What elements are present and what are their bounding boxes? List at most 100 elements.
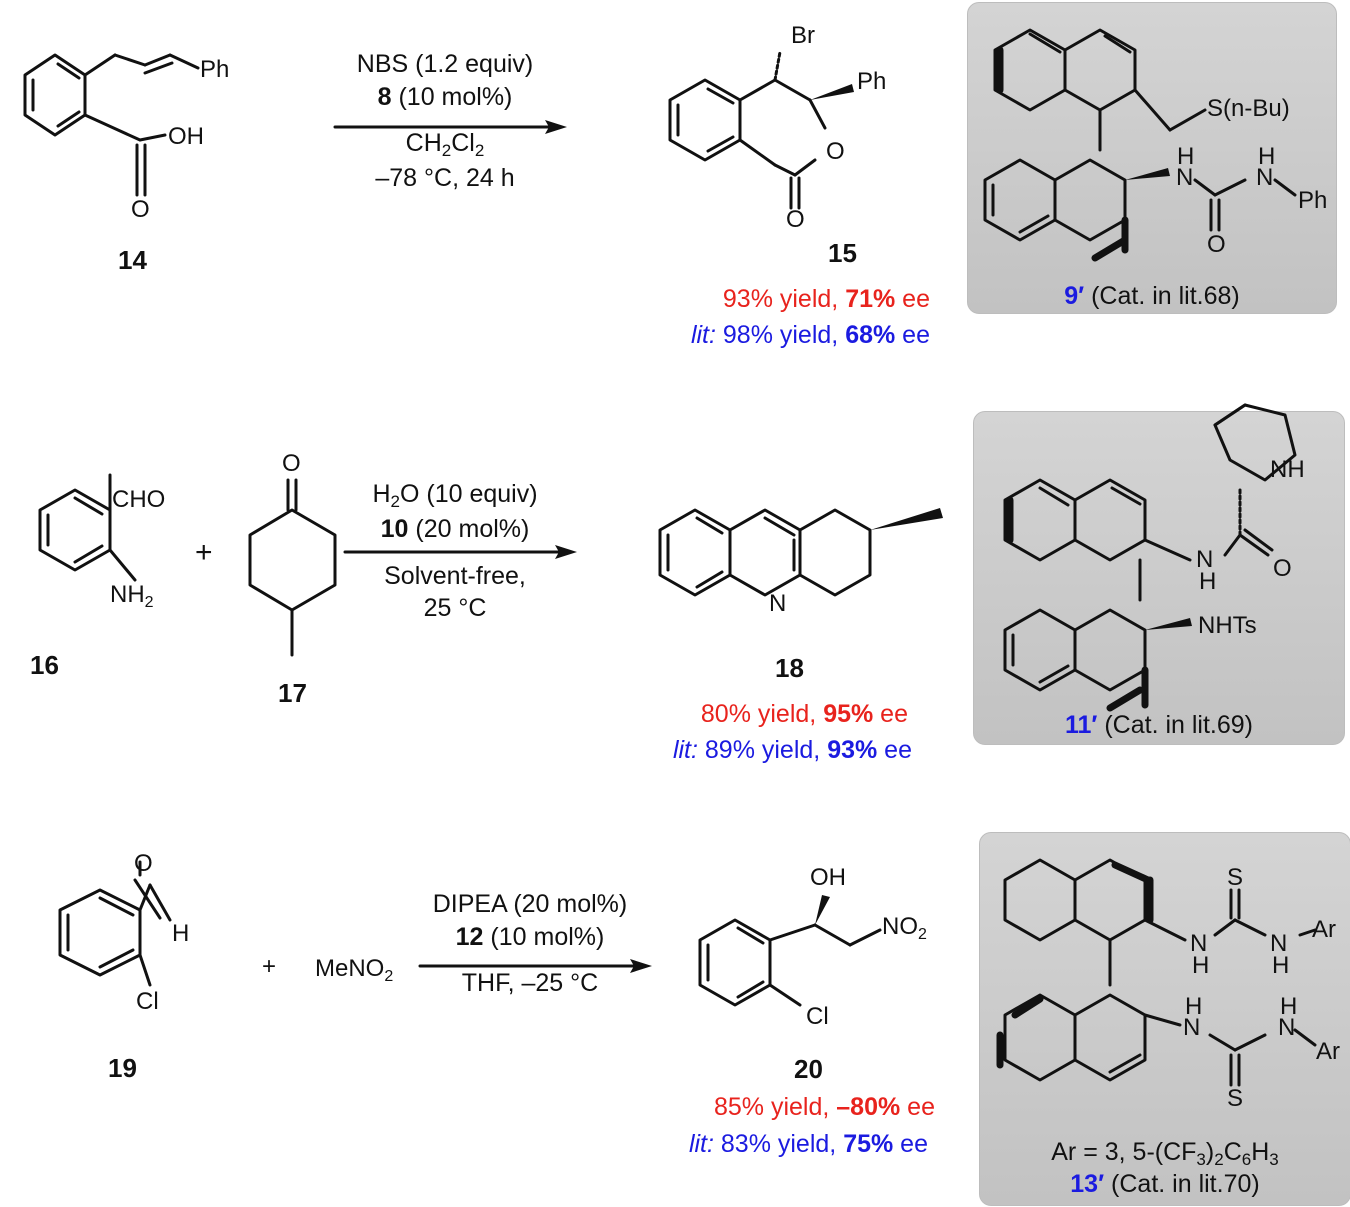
structure-14 [23, 53, 200, 197]
catalyst-loading: (10 mol%) [391, 82, 513, 111]
atom-label-oh-14: OH [168, 123, 204, 150]
catalyst-ref-13: (Cat. in lit.70) [1104, 1170, 1260, 1198]
lit-ee-value: 68% [845, 321, 896, 349]
structure-17 [248, 478, 337, 657]
atom-label-n-amide: N [1196, 546, 1214, 573]
solvent-sub: 2 [441, 141, 452, 160]
condition-catalyst: 8 (10 mol%) [330, 81, 560, 114]
atom-label-o-cat9: O [1207, 231, 1226, 258]
ar-def-text: C [1223, 1138, 1242, 1166]
compound-number-17: 17 [278, 678, 307, 708]
atom-label-n3-cat13: N [1183, 1014, 1201, 1041]
structure-catalyst-13 [996, 858, 1317, 1087]
atom-label-o-amide: O [1273, 555, 1292, 582]
atom-label-h2-cat9: H [1258, 143, 1276, 170]
ar-def-text: Ar = 3, 5-(CF [1051, 1138, 1197, 1166]
result-yield: 93% yield, [722, 285, 846, 313]
result-ee-value: 95% [823, 700, 874, 728]
ar-def-sub: 6 [1241, 1150, 1252, 1169]
atom-label-h-19: H [172, 920, 190, 947]
atom-label-cl-19: Cl [136, 988, 159, 1015]
catalyst-box-13 [979, 832, 1350, 1206]
structure-catalyst-11 [1003, 403, 1297, 712]
ar-def-text: H [1251, 1138, 1270, 1166]
atom-label-o-17: O [282, 450, 301, 477]
condition-solvent: Solvent-free, [384, 561, 526, 590]
atom-label-s2-cat13: S [1227, 1085, 1244, 1112]
ar-def-sub: 2 [1214, 1150, 1224, 1169]
atom-label-h-amide: H [1199, 568, 1217, 595]
atom-label-no2-20: NO2 [882, 915, 927, 943]
water-h: H [372, 480, 391, 508]
reagent-menO2: MeNO2 [315, 957, 393, 985]
lit-ee-value: 93% [827, 736, 878, 764]
catalyst-number-11: 11′ [1064, 711, 1098, 739]
lit-ee-unit: ee [893, 1130, 928, 1158]
result-ee-unit: ee [895, 285, 930, 313]
ar-def-text: ) [1205, 1138, 1215, 1166]
lit-result-3: lit: 83% yield, 75% ee [689, 1132, 928, 1157]
lit-yield: 83% yield, [713, 1130, 844, 1158]
conditions-2: H2O (10 equiv) 10 (20 mol%) Solvent-free… [340, 478, 570, 625]
atom-label-h3-cat13: H [1185, 993, 1203, 1020]
ar-def-sub: 3 [1196, 1150, 1206, 1169]
catalyst-number-13: 13′ [1070, 1170, 1105, 1198]
catalyst-ref-9: (Cat. in lit.68) [1084, 282, 1240, 310]
compound-number-18: 18 [775, 653, 804, 683]
catalyst-ref-11: (Cat. in lit.69) [1097, 711, 1254, 739]
plus-sign-3: + [262, 953, 277, 980]
atom-label-oh-20: OH [810, 864, 846, 891]
compound-number-19: 19 [108, 1053, 137, 1083]
catalyst-loading: (20 mol%) [408, 515, 530, 544]
atom-label-h1-cat9: H [1177, 143, 1195, 170]
result-ee-unit: ee [873, 700, 908, 728]
lit-ee-value: 75% [843, 1130, 894, 1158]
atom-label-o-14: O [131, 196, 150, 223]
ar-definition: Ar = 3, 5-(CF3)2C6H3 [979, 1138, 1350, 1170]
lit-prefix: lit: [672, 736, 698, 764]
atom-label-o-ring-15: O [826, 138, 845, 165]
lit-result-2: lit: 89% yield, 93% ee [673, 738, 912, 763]
atom-label-nhts: NHTs [1198, 612, 1257, 639]
lit-result-1: lit: 98% yield, 68% ee [691, 323, 930, 348]
atom-label-cl-20: Cl [806, 1003, 829, 1030]
atom-label-sbu: S(n-Bu) [1207, 95, 1290, 122]
water-rest: O (10 equiv) [399, 480, 538, 508]
result-2: 80% yield, 95% ee [701, 702, 908, 727]
catalyst-box-9 [967, 2, 1337, 314]
atom-label-n-18: N [769, 590, 787, 617]
catalyst-loading: (10 mol%) [483, 922, 605, 951]
atom-label-n2-cat13: N [1270, 930, 1288, 957]
condition-temperature: 25 °C [423, 594, 487, 623]
compound-number-20: 20 [794, 1054, 823, 1084]
atom-label-h2-cat13: H [1272, 952, 1290, 979]
compound-number-14: 14 [118, 245, 147, 275]
result-3: 85% yield, –80% ee [714, 1095, 935, 1120]
atom-label-cho: CHO [112, 486, 166, 513]
nh-text: NH [110, 581, 145, 608]
atom-label-h4-cat13: H [1280, 993, 1298, 1020]
catalyst-number: 12 [455, 922, 484, 951]
atom-label-ph-15: Ph [857, 68, 887, 95]
atom-label-ar2-cat13: Ar [1316, 1038, 1340, 1065]
structure-20 [698, 895, 882, 1007]
structure-18 [658, 508, 943, 597]
nh-sub: 2 [144, 594, 154, 611]
catalyst-number: 10 [380, 515, 409, 544]
water-sub: 2 [390, 492, 400, 511]
solvent-cl: Cl [451, 129, 475, 157]
reagent-sub: 2 [384, 968, 394, 985]
result-ee-unit: ee [900, 1093, 935, 1121]
solvent-ch: CH [405, 129, 442, 157]
condition-reagent: H2O (10 equiv) [340, 478, 570, 513]
atom-label-n2-cat9: N [1256, 164, 1274, 191]
atom-label-nh2: NH2 [110, 583, 154, 611]
condition-catalyst: 12 (10 mol%) [410, 921, 650, 954]
ar-def-sub: 3 [1269, 1150, 1279, 1169]
lit-prefix: lit: [690, 321, 716, 349]
atom-label-n1-cat9: N [1176, 164, 1194, 191]
plus-sign-2: + [195, 536, 213, 569]
atom-label-ph-14: Ph [200, 56, 230, 83]
result-yield: 85% yield, [713, 1093, 837, 1121]
